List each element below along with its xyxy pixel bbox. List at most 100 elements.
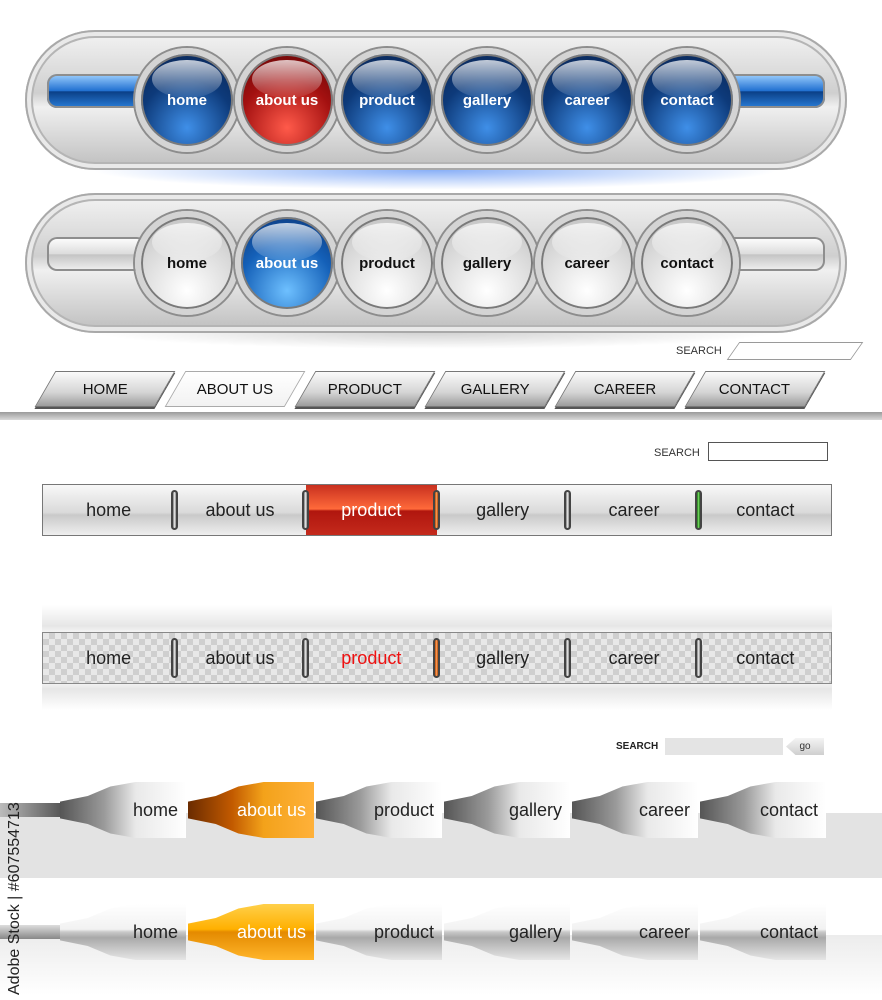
nav5-separator bbox=[564, 638, 571, 678]
nav1-item-label: about us bbox=[255, 91, 319, 109]
nav5-separator bbox=[171, 638, 178, 678]
nav6-item-product[interactable]: product bbox=[316, 782, 442, 838]
nav6-item-label: home bbox=[132, 799, 178, 820]
nav1-item-label: gallery bbox=[462, 91, 512, 109]
nav3-tab-label: PRODUCT bbox=[327, 380, 403, 398]
nav4-separator-orange bbox=[433, 490, 440, 530]
nav4-item-label: home bbox=[86, 499, 132, 520]
nav1-item-label: product bbox=[359, 91, 415, 109]
nav6-item-label: contact bbox=[759, 799, 818, 820]
nav1-item-label: career bbox=[564, 91, 610, 109]
nav2-items: home about us product gallery career con… bbox=[135, 211, 739, 315]
nav6-go-button[interactable]: go bbox=[786, 738, 824, 755]
nav4-separator-green bbox=[695, 490, 702, 530]
nav7-item-home[interactable]: home bbox=[60, 904, 186, 960]
nav4-item-label: contact bbox=[736, 499, 795, 520]
nav6-search-input[interactable] bbox=[665, 738, 783, 755]
nav2-item-contact[interactable]: contact bbox=[635, 211, 739, 315]
nav7-item-product[interactable]: product bbox=[316, 904, 442, 960]
nav6-search-label: SEARCH bbox=[616, 741, 659, 752]
nav6-item-gallery[interactable]: gallery bbox=[444, 782, 570, 838]
nav1-item-product[interactable]: product bbox=[335, 48, 439, 152]
nav4-item-label: product bbox=[341, 499, 402, 520]
nav5-item-home[interactable]: home bbox=[43, 633, 174, 683]
nav4-item-contact[interactable]: contact bbox=[700, 485, 831, 535]
nav2-bar: home about us product gallery career con… bbox=[25, 193, 847, 333]
nav4-item-about-us[interactable]: about us bbox=[174, 485, 305, 535]
nav7-item-label: home bbox=[132, 921, 178, 942]
nav4-item-product[interactable]: product bbox=[305, 485, 437, 535]
nav7-item-label: career bbox=[638, 921, 690, 942]
nav3-tab-career[interactable]: CAREER bbox=[554, 371, 696, 407]
nav2-item-label: product bbox=[359, 254, 415, 272]
nav7-items: home about us product gallery career con… bbox=[60, 904, 828, 960]
nav5-item-label: product bbox=[341, 647, 402, 668]
nav2-item-product[interactable]: product bbox=[335, 211, 439, 315]
nav5-item-label: home bbox=[86, 647, 132, 668]
nav6-item-career[interactable]: career bbox=[572, 782, 698, 838]
nav4-separator bbox=[564, 490, 571, 530]
nav2-item-label: career bbox=[564, 254, 610, 272]
nav4-search-input[interactable] bbox=[708, 442, 828, 461]
nav3-tab-label: ABOUT US bbox=[196, 380, 274, 398]
nav2-item-career[interactable]: career bbox=[535, 211, 639, 315]
nav3-tab-label: CONTACT bbox=[719, 380, 791, 398]
nav4-item-label: career bbox=[608, 499, 660, 520]
nav5-item-label: gallery bbox=[476, 647, 530, 668]
nav6-item-label: product bbox=[373, 799, 434, 820]
nav2-item-about-us[interactable]: about us bbox=[235, 211, 339, 315]
nav4-item-career[interactable]: career bbox=[568, 485, 699, 535]
nav1-item-label: home bbox=[166, 91, 207, 109]
nav6-item-about-us[interactable]: about us bbox=[188, 782, 314, 838]
nav1-item-contact[interactable]: contact bbox=[635, 48, 739, 152]
nav5-separator-orange bbox=[433, 638, 440, 678]
nav7-tail bbox=[0, 925, 62, 939]
nav2-right-cap bbox=[725, 237, 825, 271]
nav7-item-label: contact bbox=[759, 921, 818, 942]
nav2-left-cap bbox=[47, 237, 147, 271]
nav7-item-contact[interactable]: contact bbox=[700, 904, 826, 960]
nav5-item-label: career bbox=[608, 647, 660, 668]
nav4-item-home[interactable]: home bbox=[43, 485, 174, 535]
nav5-item-career[interactable]: career bbox=[568, 633, 699, 683]
nav7-item-gallery[interactable]: gallery bbox=[444, 904, 570, 960]
nav2-item-home[interactable]: home bbox=[135, 211, 239, 315]
nav5-item-about-us[interactable]: about us bbox=[174, 633, 305, 683]
nav3-tab-gallery[interactable]: GALLERY bbox=[424, 371, 566, 407]
nav4-separator bbox=[302, 490, 309, 530]
nav5-item-contact[interactable]: contact bbox=[700, 633, 831, 683]
nav3-search-input[interactable] bbox=[726, 342, 864, 360]
nav7-item-about-us[interactable]: about us bbox=[188, 904, 314, 960]
nav1-item-gallery[interactable]: gallery bbox=[435, 48, 539, 152]
nav4-item-gallery[interactable]: gallery bbox=[437, 485, 568, 535]
nav6-item-label: gallery bbox=[508, 799, 562, 820]
nav3-tabs: HOME ABOUT US PRODUCT GALLERY CAREER CON… bbox=[34, 371, 826, 407]
nav4-bar: home about us product gallery career con… bbox=[42, 484, 832, 536]
nav6-item-contact[interactable]: contact bbox=[700, 782, 826, 838]
nav4-item-label: gallery bbox=[476, 499, 530, 520]
nav5-item-product[interactable]: product bbox=[306, 633, 437, 683]
nav2-item-label: gallery bbox=[462, 254, 512, 272]
nav3-search-label: SEARCH bbox=[676, 345, 722, 357]
nav3-tab-about-us[interactable]: ABOUT US bbox=[164, 371, 306, 407]
nav3-tab-label: CAREER bbox=[593, 380, 657, 398]
nav4-item-label: about us bbox=[205, 499, 275, 520]
nav1-item-career[interactable]: career bbox=[535, 48, 639, 152]
nav2-item-gallery[interactable]: gallery bbox=[435, 211, 539, 315]
nav1-left-cap bbox=[47, 74, 147, 108]
nav7-item-label: product bbox=[373, 921, 434, 942]
nav3-tab-product[interactable]: PRODUCT bbox=[294, 371, 436, 407]
nav1-item-about-us[interactable]: about us bbox=[235, 48, 339, 152]
nav4-separator bbox=[171, 490, 178, 530]
nav2-item-label: home bbox=[166, 254, 207, 272]
nav1-items: home about us product gallery career con… bbox=[135, 48, 739, 152]
nav5-item-gallery[interactable]: gallery bbox=[437, 633, 568, 683]
nav3-tab-label: GALLERY bbox=[460, 380, 530, 398]
nav3-tab-home[interactable]: HOME bbox=[34, 371, 176, 407]
nav7-item-career[interactable]: career bbox=[572, 904, 698, 960]
nav6-tail bbox=[0, 803, 62, 817]
nav6-item-home[interactable]: home bbox=[60, 782, 186, 838]
nav3-tab-contact[interactable]: CONTACT bbox=[684, 371, 826, 407]
nav6-items: home about us product gallery career con… bbox=[60, 782, 828, 838]
nav1-item-home[interactable]: home bbox=[135, 48, 239, 152]
